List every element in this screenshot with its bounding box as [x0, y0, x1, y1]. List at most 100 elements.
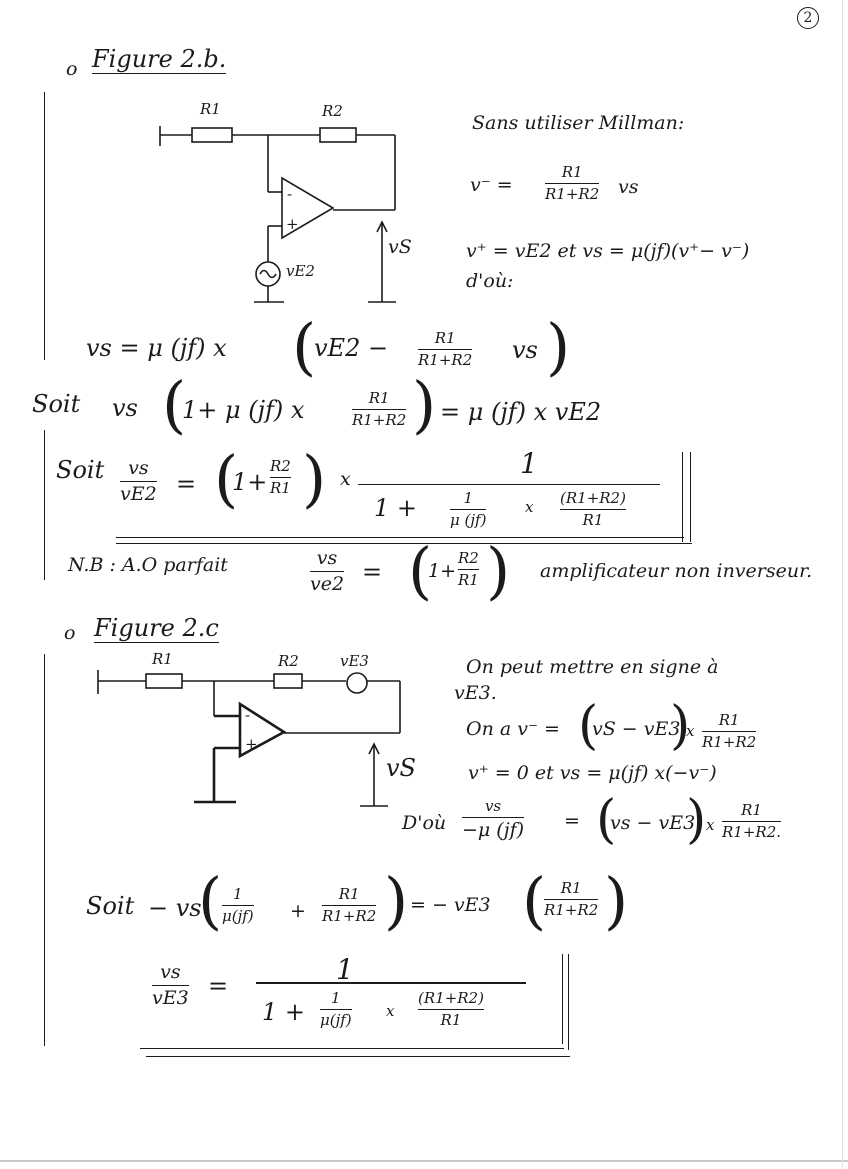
fig2b-nb-num: vs: [316, 547, 338, 569]
fig2b-eq5-d2-fraction: (R1+R2) R1: [560, 490, 626, 528]
fig2b-margin-rule: [44, 92, 45, 360]
fig2c-eq3-rnum: R1: [741, 801, 762, 819]
fig2c-eq5-lden: vE3: [152, 986, 189, 1009]
fig2b-eq4-close-paren: ): [412, 368, 437, 441]
fig2c-eq2: v⁺ = 0 et vs = μ(jf) x(−v⁻): [468, 762, 717, 784]
fig2b-eq5-lbar: [120, 480, 157, 482]
page-number: 2: [797, 7, 819, 29]
fig2b-note: Sans utiliser Millman:: [472, 112, 685, 134]
fig2b-eq1-num: R1: [561, 163, 583, 181]
fig2c-eq4-rfraction: R1 R1+R2: [544, 879, 599, 918]
fig2b-eq5-d1: 1 +: [374, 494, 418, 522]
fig2b-soit1: Soit: [32, 390, 81, 418]
fig2c-eq5-d2num: (R1+R2): [418, 989, 484, 1007]
fig2b-box-right-2: [690, 452, 691, 542]
fig2c-eq3-r-fraction: R1 R1+R2.: [722, 801, 782, 841]
fig2b-eq5-eq: =: [176, 470, 197, 498]
fig2b-eq5-bignum: 1: [520, 447, 538, 480]
fig2c-eq3-den: −μ (jf): [462, 818, 525, 841]
fig2b-eq5-a: 1+: [232, 468, 268, 496]
fig2b-eq5-d2den: R1: [582, 510, 604, 529]
fig2c-eq4-rbar: [544, 898, 599, 900]
fig2c-eq3-fraction: vs −μ (jf): [462, 798, 525, 841]
fig2c-eq4-n1: 1: [233, 885, 243, 903]
fig2c-title: Figure 2.c: [94, 614, 219, 643]
fig2b-nb-a: 1+: [428, 560, 457, 582]
fig2b-eq2: v⁺ = vE2 et vs = μ(jf)(v⁺− v⁻): [466, 240, 750, 262]
fig2c-eq5-bignum: 1: [336, 953, 354, 986]
fig2c-eq5-dden: μ(jf): [320, 1010, 352, 1029]
fig2b-eq3-close-paren: ): [546, 310, 571, 383]
fig2b-eq4-bar: [352, 408, 407, 410]
fig2c-eq5-mainbar: [256, 982, 526, 984]
fig2b-eq5-close-paren: ): [302, 442, 327, 515]
fig2b-nb-open-paren: (: [408, 534, 433, 607]
fig2c-eq4-rnum: R1: [560, 879, 582, 897]
fig2c-eq3-close-paren: ): [686, 790, 707, 850]
fig2c-vs-label: vS: [386, 754, 416, 782]
fig2b-eq5-dbar: [450, 508, 487, 510]
fig2b-eq5-mainbar: [358, 484, 660, 485]
fig2c-eq3-x: x: [706, 816, 715, 834]
fig2b-nb-bar: [310, 570, 345, 572]
fig2b-nb-eq: =: [362, 558, 383, 586]
fig2c-note1: On peut mettre en signe à: [466, 656, 719, 678]
scan-right-edge: [842, 0, 843, 1169]
fig2b-nb-abar: [458, 568, 479, 570]
fig2c-eq5-dbar: [320, 1008, 352, 1010]
fig2b-box-bottom-2: [116, 543, 692, 544]
fig2c-box-bottom-1: [140, 1048, 564, 1049]
fig2c-box-right-1: [562, 954, 563, 1044]
fig2c-eq5-dnum: 1: [331, 989, 341, 1007]
fig2c-eq4-d1: μ(jf): [222, 906, 254, 925]
fig2c-eq4-ropen-paren: (: [522, 864, 547, 937]
fig2c-eq5-d2bar: [418, 1008, 484, 1010]
fig2c-box-right-2: [568, 954, 569, 1050]
fig2c-eq1-lhs: On a v⁻ =: [466, 718, 560, 740]
fig2b-box-bottom-1: [116, 537, 684, 538]
fig2b-eq3-tail: vs: [512, 336, 538, 364]
fig2b-eq3-a: vE2 −: [314, 334, 389, 362]
fig2c-eq3-a: vs − vE3: [610, 812, 696, 834]
fig2c-eq4-d2: R1+R2: [322, 906, 377, 925]
fig2b-eq5-dnum: 1: [463, 489, 473, 507]
fig2c-eq3-bar: [462, 816, 525, 818]
fig2b-eq4-fraction: R1 R1+R2: [352, 390, 407, 428]
fig2b-eq1-lhs: v⁻ =: [470, 174, 513, 196]
fig2c-eq3-rden: R1+R2.: [722, 822, 782, 841]
fig2c-eq5-d-fraction: 1 μ(jf): [320, 990, 352, 1028]
fig2b-eq1-tail: vs: [618, 176, 639, 198]
fig2c-eq4-bar1: [222, 904, 254, 906]
fig2c-soit: Soit: [86, 892, 135, 920]
fig2c-eq1-fraction: R1 R1+R2: [702, 712, 757, 750]
fig2b-box-right-1: [682, 452, 683, 542]
fig2b-eq5-x: x: [340, 468, 351, 490]
fig2b-title: Figure 2.b.: [92, 45, 227, 74]
fig2b-eq1-fraction: R1 R1+R2: [545, 163, 600, 203]
fig2b-eq1-den: R1+R2: [545, 184, 600, 203]
fig2b-eq5-d-fraction: 1 μ (jf): [450, 489, 487, 528]
fig2c-eq4-fraction2: R1 R1+R2: [322, 886, 377, 925]
fig2c-ve3-label: vE3: [340, 652, 369, 670]
fig2c-r2-label: R2: [278, 652, 299, 670]
fig2b-opamp: [281, 176, 335, 240]
fig2c-r2-resistor: [273, 673, 303, 689]
fig2b-nb-label: N.B : A.O parfait: [68, 554, 228, 576]
fig2c-eq5-lnum: vs: [160, 961, 181, 983]
fig2b-eq5-lden: vE2: [120, 482, 157, 505]
fig2b-eq3-den: R1+R2: [418, 350, 473, 369]
fig2b-eq3-lhs: vs = μ (jf) x: [86, 334, 227, 362]
fig2b-eq4-a: 1+ μ (jf) x: [182, 396, 305, 424]
fig2c-minus-label: -: [245, 706, 251, 724]
fig2c-margin-rule: [44, 654, 45, 1046]
fig2c-eq5-lbar: [152, 984, 189, 986]
fig2b-eq5-dx: x: [525, 498, 534, 516]
fig2b-nb-anum: R2: [458, 549, 479, 567]
fig2b-eq4-rhs: = μ (jf) x vE2: [440, 398, 602, 426]
fig2b-result-left-rule: [44, 430, 45, 580]
fig2b-eq5-d2bar: [560, 508, 626, 510]
fig2b-ve2-label: vE2: [286, 262, 315, 280]
fig2c-note2: vE3.: [454, 682, 497, 704]
fig2c-source: [346, 672, 368, 694]
